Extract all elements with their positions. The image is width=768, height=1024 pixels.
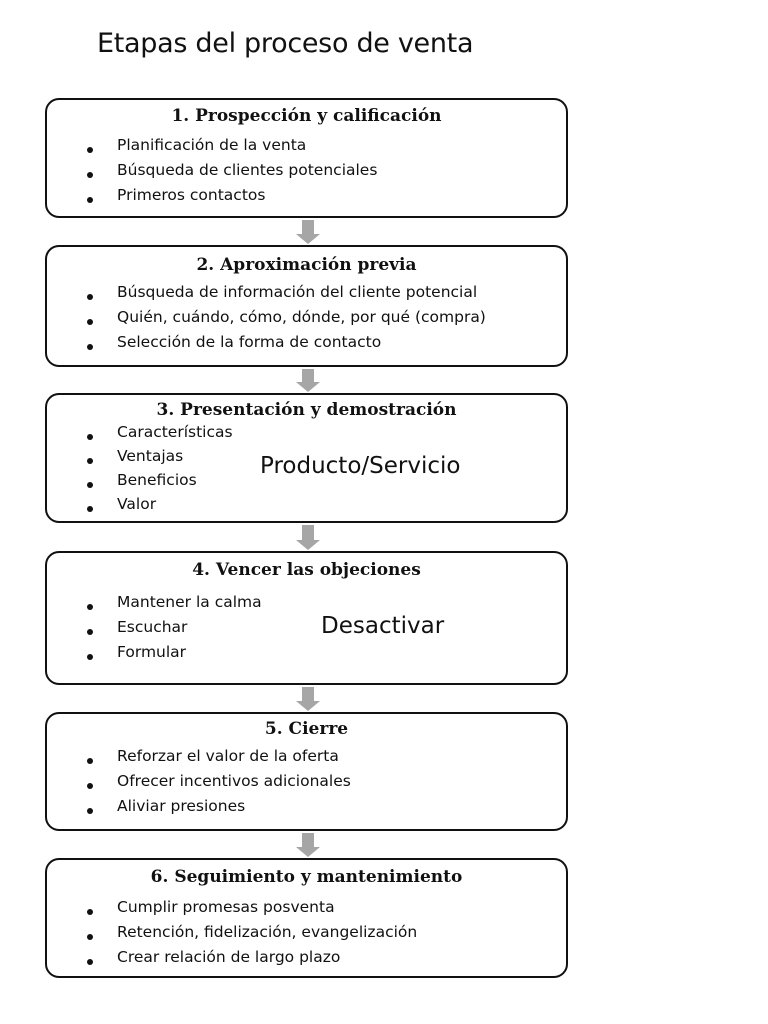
- stage-item: Primeros contactos: [117, 186, 266, 204]
- stage-item: Mantener la calma: [117, 593, 262, 611]
- stage-heading: 4. Vencer las objeciones: [192, 560, 421, 580]
- stage-item: Escuchar: [117, 618, 188, 636]
- stage-item: Planificación de la venta: [117, 136, 307, 154]
- bullet-icon: [87, 629, 93, 635]
- down-arrow-icon: [296, 369, 320, 392]
- down-arrow-icon: [296, 687, 320, 711]
- stage-item: Formular: [117, 643, 187, 661]
- down-arrow-icon: [296, 833, 320, 857]
- stage-item: Búsqueda de clientes potenciales: [117, 161, 378, 179]
- bullet-icon: [87, 959, 93, 965]
- bullet-icon: [87, 458, 93, 464]
- stage-heading: 6. Seguimiento y mantenimiento: [150, 867, 463, 887]
- bullet-icon: [87, 319, 93, 325]
- stage-item: Retención, fidelización, evangelización: [117, 923, 418, 941]
- side-label: Desactivar: [321, 613, 445, 639]
- bullet-icon: [87, 909, 93, 915]
- stage-item: Ventajas: [117, 447, 184, 465]
- bullet-icon: [87, 506, 93, 512]
- stage-item: Características: [117, 423, 233, 441]
- stage-item: Reforzar el valor de la oferta: [117, 747, 339, 765]
- stage-heading: 2. Aproximación previa: [196, 255, 417, 275]
- stage-item: Aliviar presiones: [117, 797, 246, 815]
- stage-item: Cumplir promesas posventa: [117, 898, 335, 916]
- stage-item: Ofrecer incentivos adicionales: [117, 772, 351, 790]
- stage-heading: 3. Presentación y demostración: [156, 400, 457, 420]
- stage-item: Crear relación de largo plazo: [117, 948, 341, 966]
- bullet-icon: [87, 147, 93, 153]
- bullet-icon: [87, 482, 93, 488]
- diagram-title: Etapas del proceso de venta: [97, 28, 474, 59]
- bullet-icon: [87, 344, 93, 350]
- bullet-icon: [87, 172, 93, 178]
- stage-item: Beneficios: [117, 471, 197, 489]
- stage-item: Búsqueda de información del cliente pote…: [117, 283, 478, 301]
- stage-heading: 1. Prospección y calificación: [171, 106, 442, 126]
- stage-heading: 5. Cierre: [264, 719, 349, 739]
- stage-item: Selección de la forma de contacto: [117, 333, 382, 351]
- down-arrow-icon: [296, 525, 320, 550]
- bullet-icon: [87, 294, 93, 300]
- bullet-icon: [87, 808, 93, 814]
- bullet-icon: [87, 783, 93, 789]
- bullet-icon: [87, 934, 93, 940]
- side-label: Producto/Servicio: [260, 453, 461, 479]
- stage-item: Quién, cuándo, cómo, dónde, por qué (com…: [117, 308, 486, 326]
- stage-item: Valor: [117, 495, 157, 513]
- down-arrow-icon: [296, 220, 320, 244]
- bullet-icon: [87, 654, 93, 660]
- bullet-icon: [87, 758, 93, 764]
- bullet-icon: [87, 434, 93, 440]
- bullet-icon: [87, 604, 93, 610]
- bullet-icon: [87, 197, 93, 203]
